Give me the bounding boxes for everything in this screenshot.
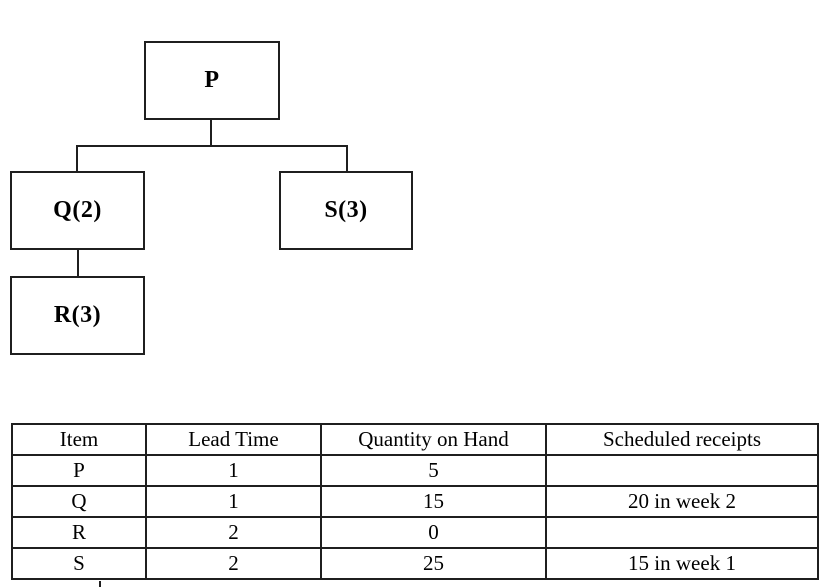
connector-Q-R xyxy=(77,249,79,278)
cell-lead-time: 2 xyxy=(145,547,322,580)
cell-qty-on-hand: 5 xyxy=(320,454,547,487)
cell-qty-on-hand: 0 xyxy=(320,516,547,549)
node-P: P xyxy=(144,41,280,120)
cell-item: Q xyxy=(11,485,147,518)
inventory-table: Item Lead Time Quantity on Hand Schedule… xyxy=(11,423,819,580)
node-R: R(3) xyxy=(10,276,145,355)
col-header-quantity-on-hand: Quantity on Hand xyxy=(320,423,547,456)
cutoff-line-stub xyxy=(99,581,101,587)
cell-scheduled-receipts xyxy=(545,516,819,549)
cell-lead-time: 1 xyxy=(145,454,322,487)
cell-item: P xyxy=(11,454,147,487)
table-header-row: Item Lead Time Quantity on Hand Schedule… xyxy=(11,423,819,456)
node-S: S(3) xyxy=(279,171,413,250)
table-row-P: P 1 5 xyxy=(11,454,819,487)
cell-lead-time: 1 xyxy=(145,485,322,518)
cell-scheduled-receipts: 20 in week 2 xyxy=(545,485,819,518)
cell-scheduled-receipts: 15 in week 1 xyxy=(545,547,819,580)
cell-qty-on-hand: 15 xyxy=(320,485,547,518)
node-Q: Q(2) xyxy=(10,171,145,250)
node-R-label: R(3) xyxy=(53,302,102,328)
connector-drop-S xyxy=(346,145,348,173)
connector-horizontal xyxy=(76,145,348,147)
cell-scheduled-receipts xyxy=(545,454,819,487)
cell-lead-time: 2 xyxy=(145,516,322,549)
col-header-lead-time: Lead Time xyxy=(145,423,322,456)
table-row-S: S 2 25 15 in week 1 xyxy=(11,547,819,580)
node-P-label: P xyxy=(204,67,220,93)
cell-item: S xyxy=(11,547,147,580)
col-header-scheduled-receipts: Scheduled receipts xyxy=(545,423,819,456)
node-Q-label: Q(2) xyxy=(53,197,102,223)
connector-P-stem xyxy=(210,118,212,147)
cell-qty-on-hand: 25 xyxy=(320,547,547,580)
table-row-Q: Q 1 15 20 in week 2 xyxy=(11,485,819,518)
connector-drop-Q xyxy=(76,145,78,173)
cell-item: R xyxy=(11,516,147,549)
table-row-R: R 2 0 xyxy=(11,516,819,549)
node-S-label: S(3) xyxy=(324,197,368,223)
col-header-item: Item xyxy=(11,423,147,456)
